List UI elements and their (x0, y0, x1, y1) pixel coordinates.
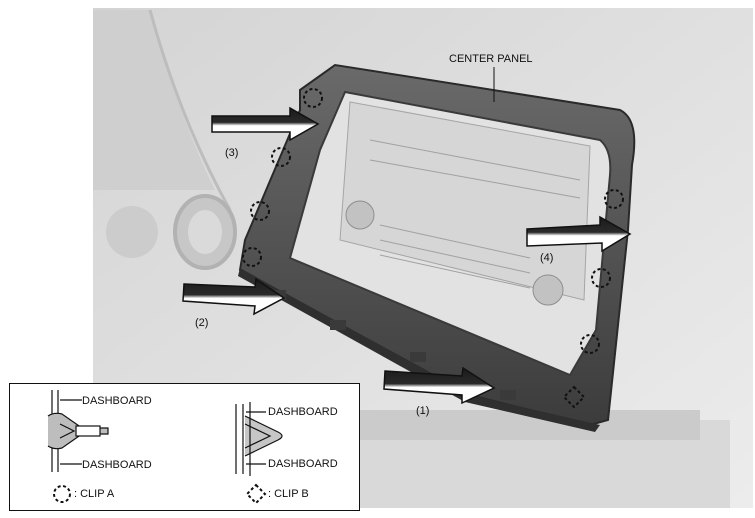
lower-trim (360, 410, 700, 440)
legend-clip-b: : CLIP B (268, 488, 309, 500)
step-2-label: (2) (195, 317, 209, 329)
legend-drawings (47, 390, 283, 505)
center-panel-label: CENTER PANEL (449, 53, 533, 65)
step-4-label: (4) (540, 252, 554, 264)
clip-a-marker (303, 88, 323, 108)
steering-knob (106, 206, 158, 258)
clip-a-marker (580, 334, 600, 354)
clip-a-marker (242, 247, 262, 267)
clip-b-symbol (245, 483, 267, 505)
clip-a-marker (604, 189, 624, 209)
clip-a-marker (250, 201, 270, 221)
clip-a-marker (591, 268, 611, 288)
audio-knob-right (532, 274, 564, 306)
clip-a-illustration (47, 390, 109, 472)
arrow-step-2 (182, 277, 286, 316)
legend-clip-a: : CLIP A (74, 488, 115, 500)
air-vent-inner (188, 210, 222, 254)
audio-knob-left (345, 200, 375, 230)
legend-dashboard-a-top: DASHBOARD (82, 395, 152, 407)
audio-unit (339, 101, 591, 301)
legend-dashboard-b-bottom: DASHBOARD (268, 458, 338, 470)
clip-b-marker (562, 385, 586, 409)
clip-a-marker (271, 147, 291, 167)
step-1-label: (1) (416, 405, 430, 417)
arrow-step-1 (383, 366, 496, 405)
arrow-step-3 (211, 106, 320, 142)
legend-dashboard-a-bottom: DASHBOARD (82, 459, 152, 471)
clip-b-illustration (235, 402, 283, 476)
a-pillar-edge (148, 9, 232, 211)
clip-a-symbol (53, 485, 71, 503)
step-3-label: (3) (225, 147, 239, 159)
clip-legend: DASHBOARD DASHBOARD DASHBOARD DASHBOARD … (9, 383, 360, 511)
clip-a-markers (242, 88, 624, 354)
windshield-pillar (93, 10, 215, 190)
audio-buttons (369, 139, 581, 289)
legend-dashboard-b-top: DASHBOARD (268, 406, 338, 418)
arrow-step-4 (526, 215, 632, 253)
